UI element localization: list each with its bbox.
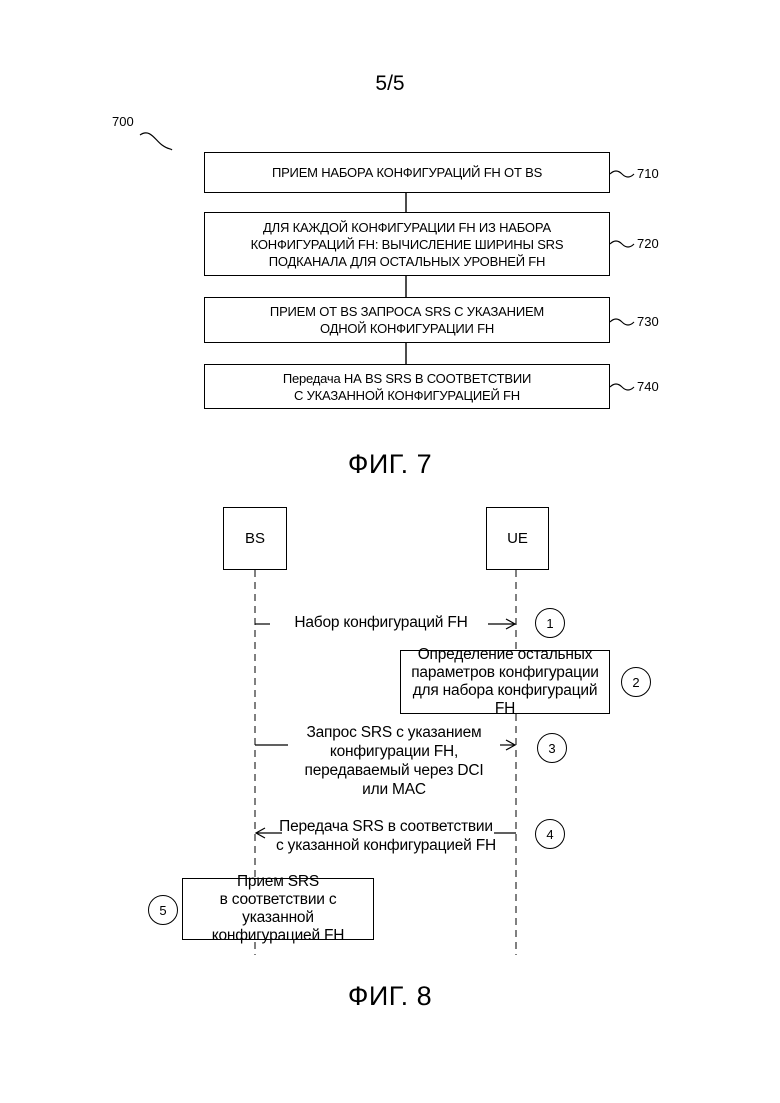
step-2-circle: 2 [621,667,651,697]
step-730-box: ПРИЕМ ОТ BS ЗАПРОСА SRS С УКАЗАНИЕМ ОДНО… [204,297,610,343]
step-3-circle: 3 [537,733,567,763]
leader-730 [610,319,634,325]
step-4-circle: 4 [535,819,565,849]
ue-action-box: Определение остальных параметров конфигу… [400,650,610,714]
step-720-box: ДЛЯ КАЖДОЙ КОНФИГУРАЦИИ FH ИЗ НАБОРА КОН… [204,212,610,276]
step-710-box: ПРИЕМ НАБОРА КОНФИГУРАЦИЙ FH ОТ BS [204,152,610,193]
message-4-label: Передача SRS в соответствии с указанной … [270,817,502,855]
message-1-label: Набор конфигураций FH [276,613,486,632]
step-730-ref: 730 [637,314,659,329]
leader-710 [610,171,634,177]
figure-7-leader [140,133,172,150]
message-3-label: Запрос SRS с указанием конфигурации FH, … [283,723,505,799]
step-710-ref: 710 [637,166,659,181]
step-5-circle: 5 [148,895,178,925]
bs-entity-box: BS [223,507,287,570]
leader-740 [610,384,634,390]
step-1-circle: 1 [535,608,565,638]
step-720-ref: 720 [637,236,659,251]
leader-720 [610,241,634,247]
figure-8-caption: ФИГ. 8 [0,981,780,1012]
step-740-ref: 740 [637,379,659,394]
bs-action-box: Прием SRS в соответствии с указанной кон… [182,878,374,940]
ue-entity-box: UE [486,507,549,570]
step-740-box: Передача НА BS SRS В СООТВЕТСТВИИ С УКАЗ… [204,364,610,409]
figure-7-caption: ФИГ. 7 [0,449,780,480]
